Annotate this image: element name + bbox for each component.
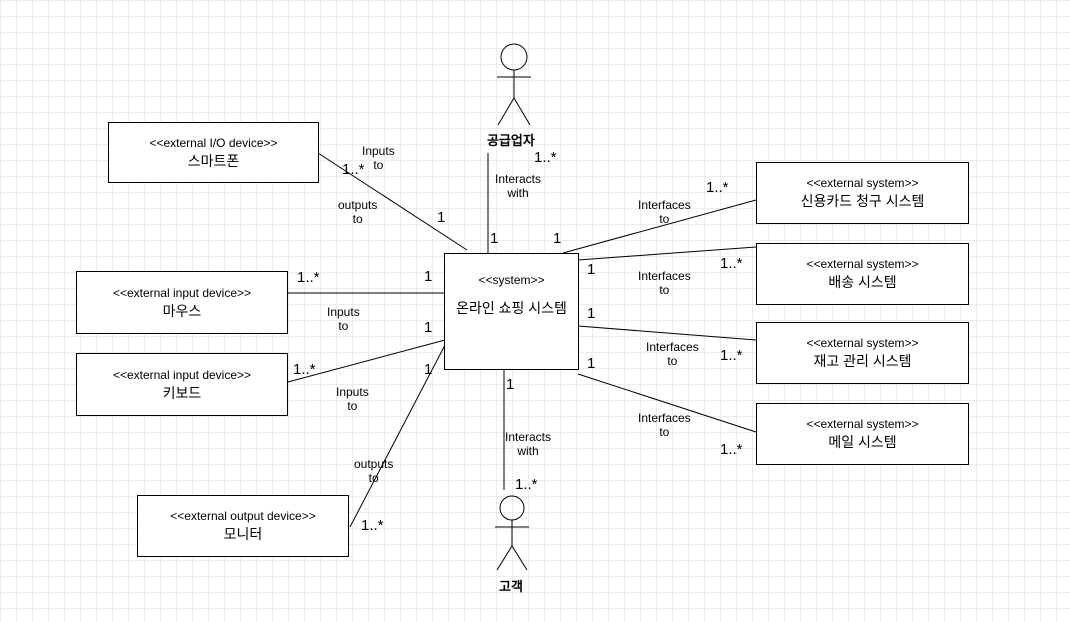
mult-inventory-near: 1	[587, 305, 596, 322]
customer-actor-name[interactable]: 고객	[499, 579, 523, 594]
association-keyboard	[287, 339, 446, 383]
delivery-stereotype: <<external system>>	[806, 257, 919, 271]
mail-name: 메일 시스템	[828, 434, 897, 450]
mult-supplier-near: 1	[490, 230, 499, 247]
association-monitor	[349, 344, 446, 528]
mult-monitor-near: 1	[424, 361, 433, 378]
mouse-box[interactable]: <<external input device>> 마우스	[76, 271, 288, 334]
actor-supplier-figure	[497, 43, 531, 126]
mult-delivery-near: 1	[587, 261, 596, 278]
mail-system-box[interactable]: <<external system>> 메일 시스템	[756, 403, 969, 465]
delivery-name: 배송 시스템	[828, 274, 897, 290]
inventory-name: 재고 관리 시스템	[813, 353, 912, 369]
mouse-stereotype: <<external input device>>	[112, 285, 252, 300]
mult-mail-near: 1	[587, 355, 596, 372]
mult-card-far: 1..*	[706, 179, 729, 196]
card-billing-system-box[interactable]: <<external system>> 신용카드 청구 시스템	[756, 162, 969, 224]
system-name: 온라인 쇼핑 시스템	[456, 300, 567, 316]
smartphone-box[interactable]: <<external I/O device>> 스마트폰	[108, 122, 319, 183]
mult-supplier-far: 1..*	[534, 149, 557, 166]
supplier-actor-name[interactable]: 공급업자	[487, 133, 535, 148]
mult-keyboard-far: 1..*	[293, 361, 316, 378]
mult-monitor-far: 1..*	[361, 517, 384, 534]
online-shopping-system-box[interactable]: <<system>> 온라인 쇼핑 시스템	[444, 253, 579, 370]
card-name: 신용카드 청구 시스템	[800, 193, 925, 209]
mult-card-near: 1	[553, 230, 562, 247]
mult-keyboard-near: 1	[424, 319, 433, 336]
smartphone-stereotype: <<external I/O device>>	[149, 135, 278, 150]
keyboard-box[interactable]: <<external input device>> 키보드	[76, 353, 288, 416]
mail-stereotype: <<external system>>	[806, 417, 919, 431]
mult-smartphone-far: 1..*	[342, 161, 365, 178]
association-delivery	[577, 246, 757, 261]
smartphone-name: 스마트폰	[187, 152, 240, 169]
inventory-system-box[interactable]: <<external system>> 재고 관리 시스템	[756, 322, 969, 384]
keyboard-stereotype: <<external input device>>	[112, 367, 252, 382]
mult-inventory-far: 1..*	[720, 347, 743, 364]
association-card	[562, 199, 757, 254]
monitor-stereotype: <<external output device>>	[170, 509, 316, 523]
card-stereotype: <<external system>>	[806, 176, 919, 190]
mult-mouse-near: 1	[424, 268, 433, 285]
monitor-name: 모니터	[223, 526, 263, 542]
association-mail	[577, 373, 757, 433]
mult-customer-far: 1..*	[515, 476, 538, 493]
mult-mail-far: 1..*	[720, 441, 743, 458]
mult-mouse-far: 1..*	[297, 269, 320, 286]
actor-customer-figure	[495, 495, 529, 571]
keyboard-name: 키보드	[162, 384, 202, 401]
delivery-system-box[interactable]: <<external system>> 배송 시스템	[756, 243, 969, 305]
system-stereotype: <<system>>	[478, 273, 545, 287]
mult-delivery-far: 1..*	[720, 255, 743, 272]
inventory-stereotype: <<external system>>	[806, 336, 919, 350]
association-smartphone	[317, 152, 468, 251]
mult-smartphone-near: 1	[437, 209, 446, 226]
monitor-box[interactable]: <<external output device>> 모니터	[137, 495, 349, 557]
mouse-name: 마우스	[162, 302, 202, 319]
association-inventory	[577, 325, 757, 341]
mult-customer-near: 1	[506, 376, 515, 393]
